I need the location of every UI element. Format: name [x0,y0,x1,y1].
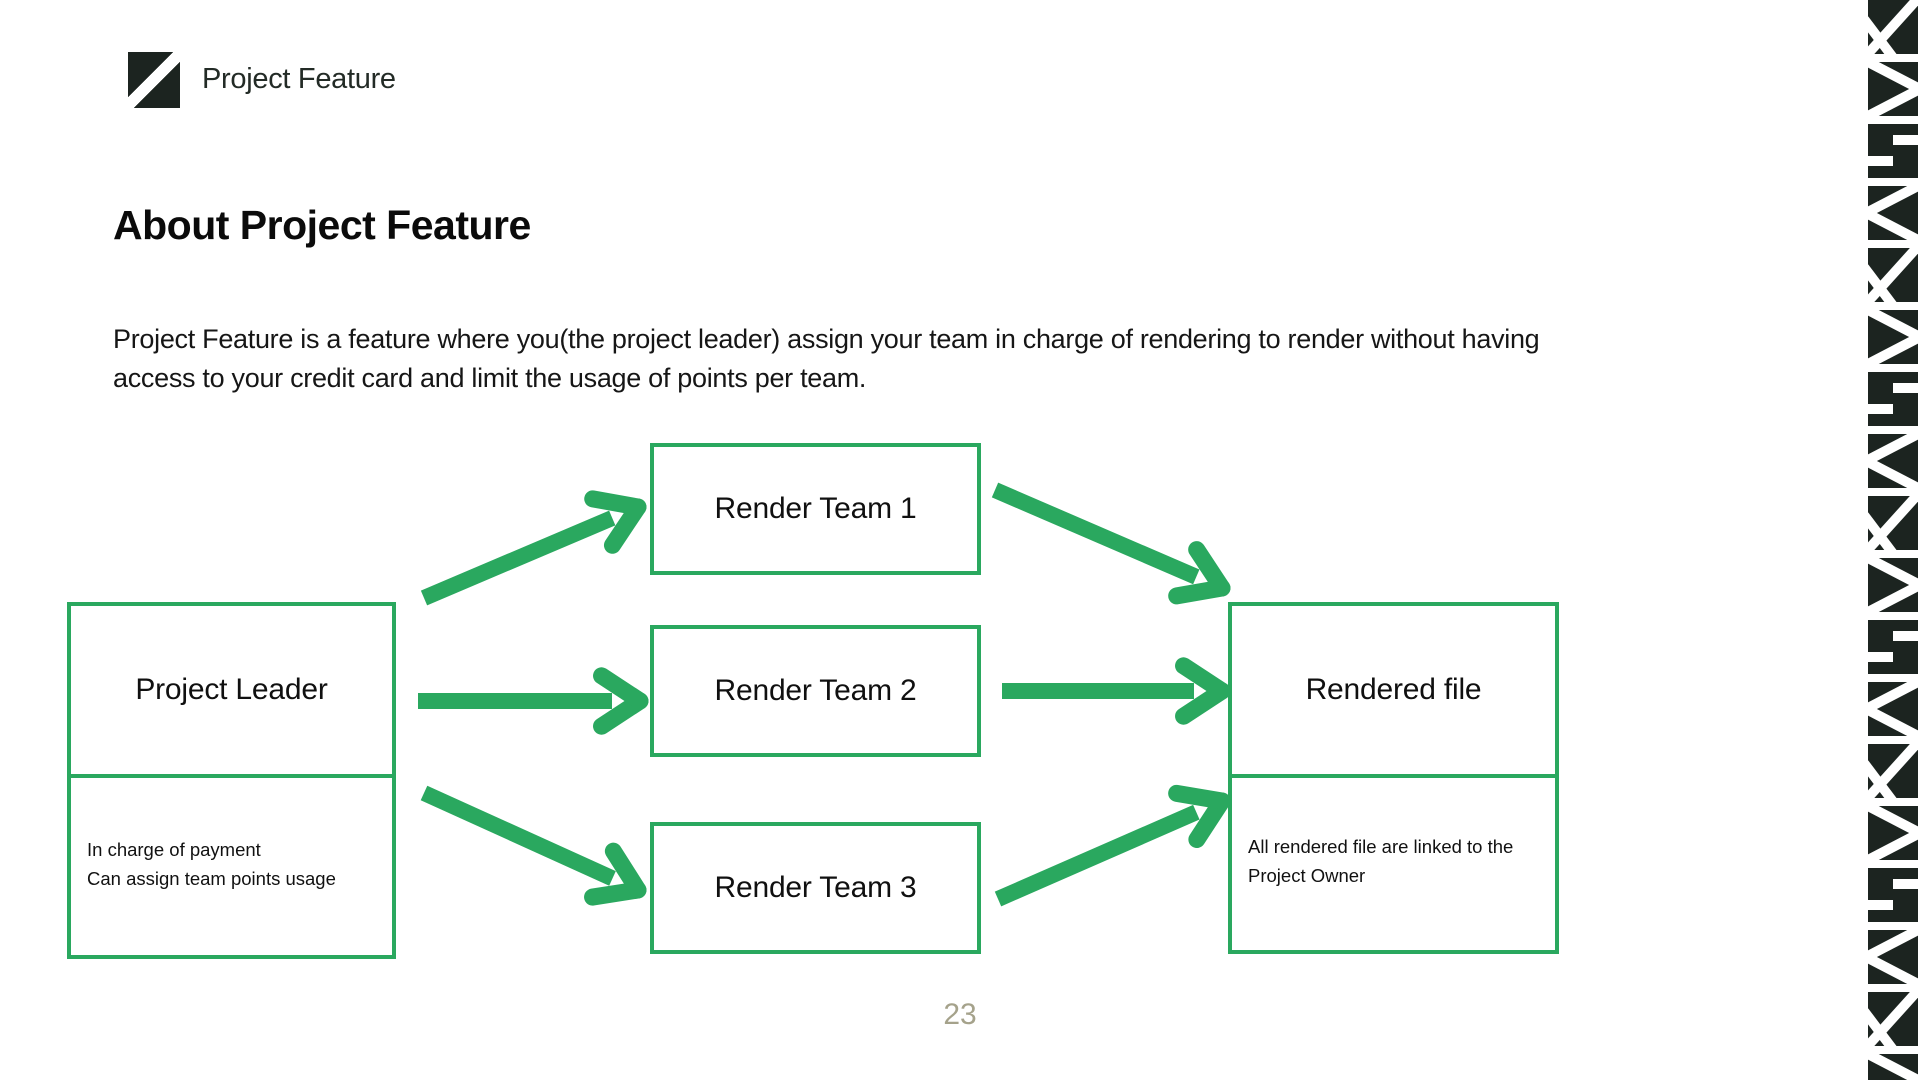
node-project-leader-label: Project Leader [71,606,392,778]
node-rendered-file-label: Rendered file [1232,606,1555,778]
intro-paragraph: Project Feature is a feature where you(t… [113,324,1540,393]
arrow-team1-to-rendered [991,482,1231,605]
node-project-leader-note: In charge of payment Can assign team poi… [87,838,336,889]
node-render-team-3: Render Team 3 [650,822,981,954]
brand-text: Project Feature [202,63,396,95]
node-render-team-2-label: Render Team 2 [714,674,917,707]
node-render-team-1-label: Render Team 1 [714,492,917,525]
arrow-leader-to-team2 [418,667,649,735]
node-render-team-3-label: Render Team 3 [714,871,917,904]
page-title: About Project Feature [113,202,531,248]
arrow-leader-to-team1 [420,490,647,606]
brand-logo-icon [128,52,180,108]
node-render-team-2: Render Team 2 [650,625,981,757]
arrow-leader-to-team3 [420,785,647,906]
node-rendered-file: Rendered file All rendered file are link… [1228,602,1559,954]
page-number: 23 [943,998,977,1031]
node-project-leader: Project Leader In charge of payment Can … [67,602,396,959]
node-render-team-1: Render Team 1 [650,443,981,575]
decorative-pattern-strip [1868,0,1918,1080]
arrow-team2-to-rendered [1002,657,1231,725]
node-rendered-file-note: All rendered file are linked to the Proj… [1248,836,1514,886]
arrow-team3-to-rendered [994,784,1231,907]
